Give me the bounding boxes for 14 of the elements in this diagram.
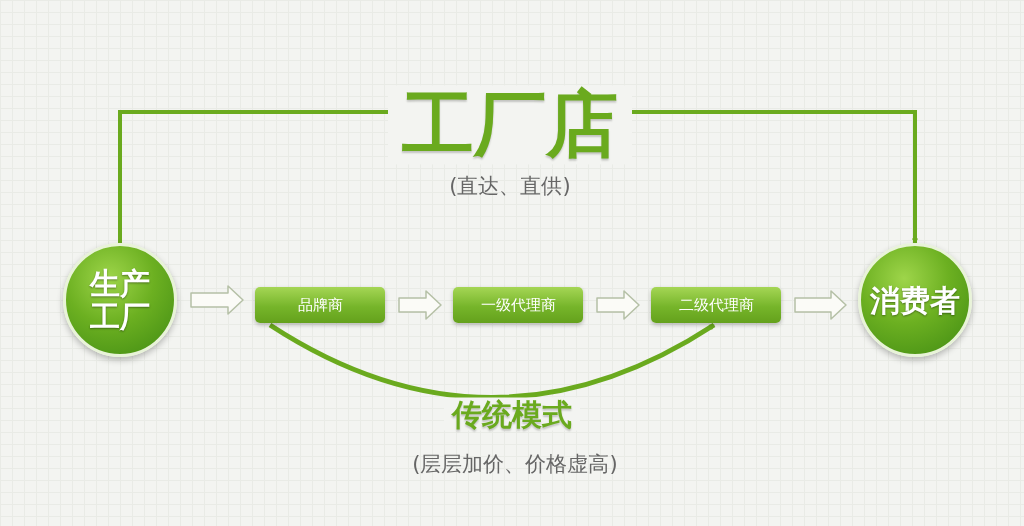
- block-arrow: [596, 290, 640, 320]
- process-box: 二级代理商: [651, 287, 781, 323]
- circle-node: 消费者: [858, 243, 972, 357]
- circle-node: 生产工厂: [63, 243, 177, 357]
- edge-label: 工厂店: [388, 85, 632, 165]
- edge-label: 传统模式: [444, 397, 580, 431]
- arrow: [268, 322, 716, 400]
- process-box: 一级代理商: [453, 287, 583, 323]
- note-text: (层层加价、价格虚高): [412, 451, 618, 478]
- block-arrow: [794, 290, 847, 320]
- note-text: (直达、直供): [449, 173, 571, 200]
- block-arrow: [190, 285, 244, 315]
- process-box: 品牌商: [255, 287, 385, 323]
- block-arrow: [398, 290, 442, 320]
